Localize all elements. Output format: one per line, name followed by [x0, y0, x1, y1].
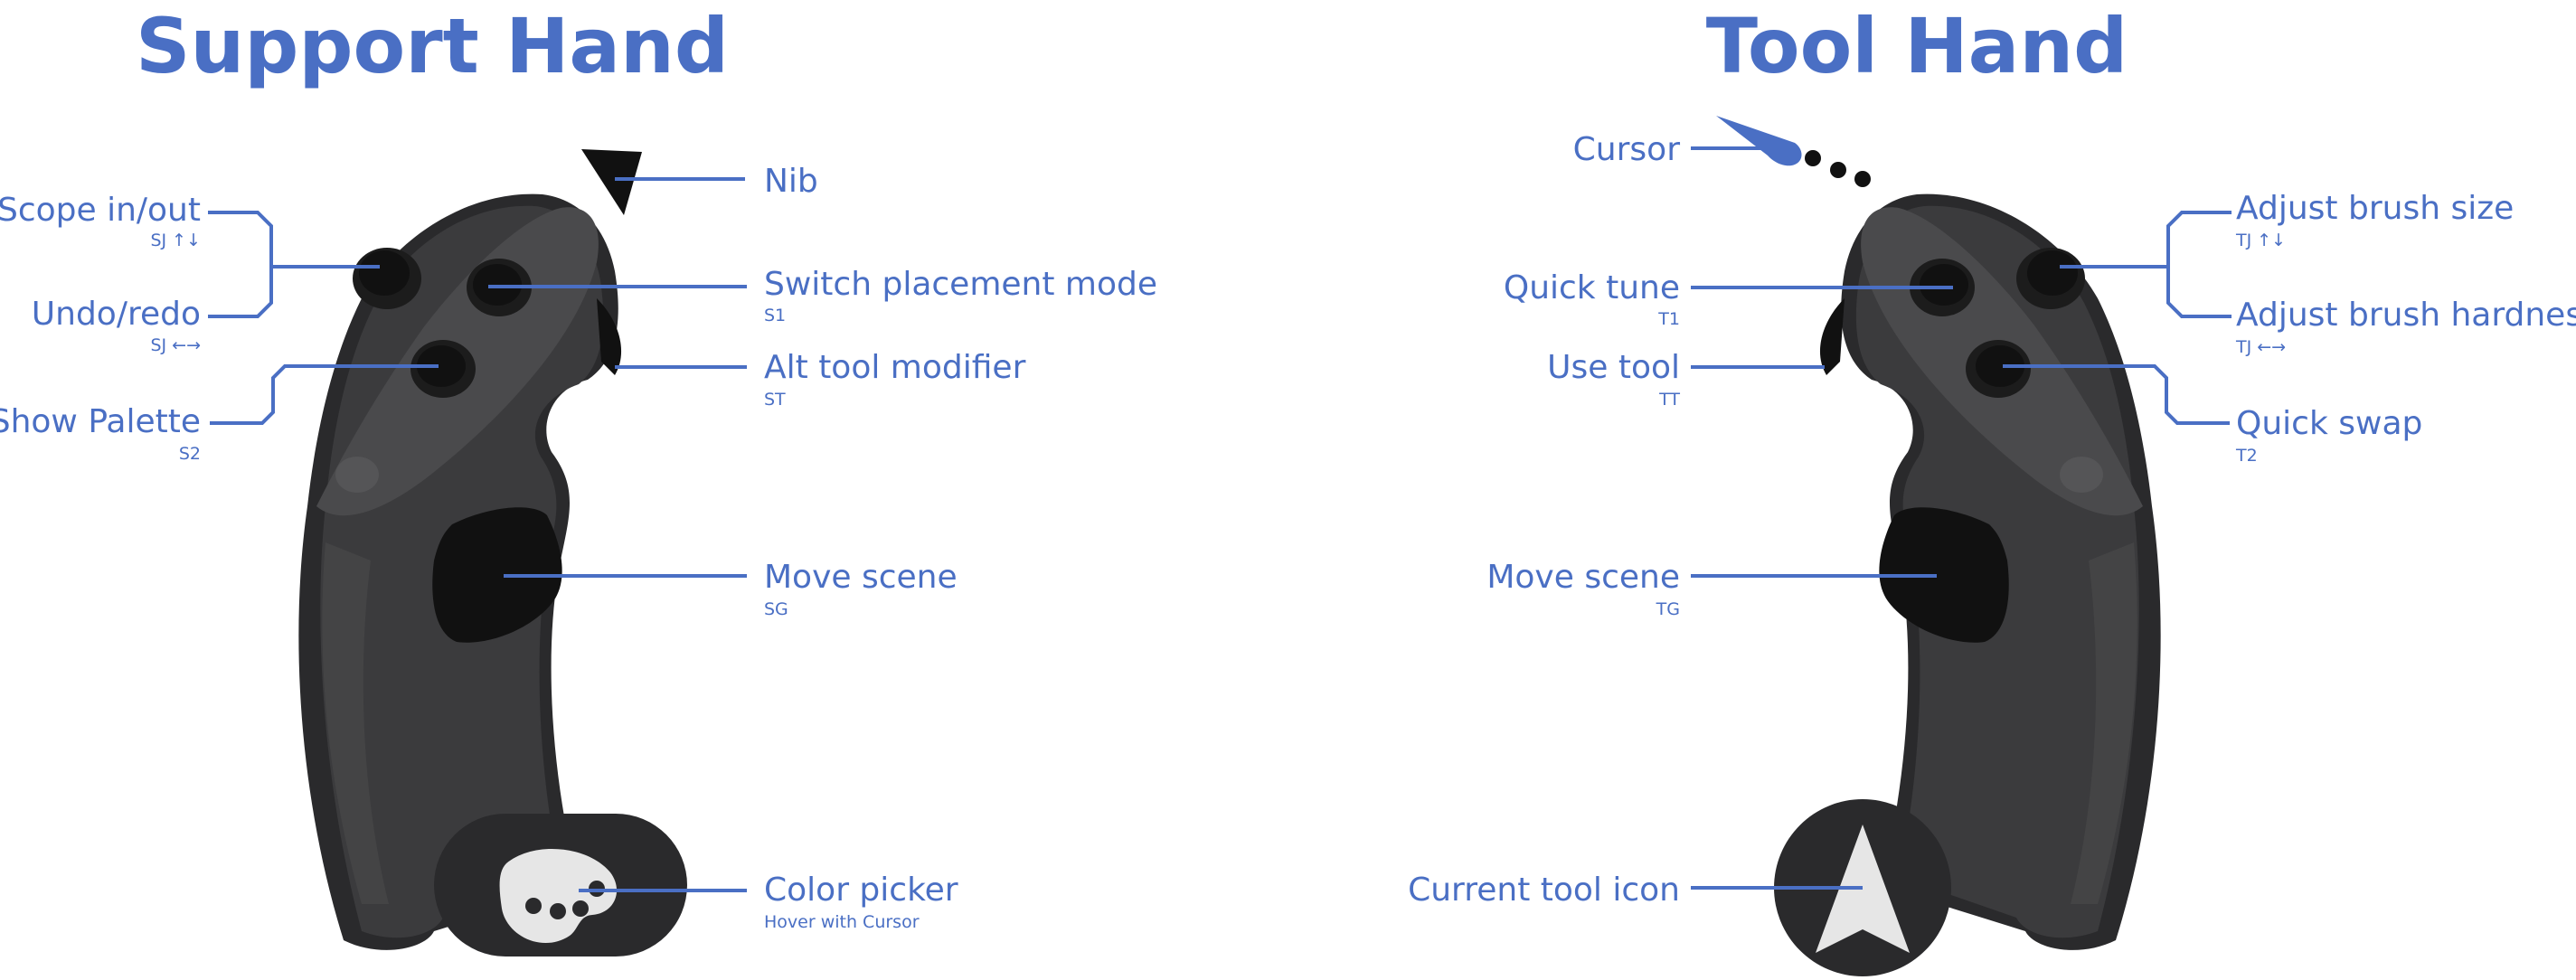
tool-controller [1774, 193, 2161, 976]
svg-text:S2: S2 [179, 444, 201, 464]
label-current-tool: Current tool icon [1408, 872, 1863, 909]
svg-text:TJ ←→: TJ ←→ [2235, 337, 2286, 357]
svg-text:TT: TT [1658, 390, 1680, 410]
label-placement: Switch placement mode S1 [488, 266, 1157, 325]
tool-sensor [2060, 457, 2103, 493]
tool-trigger [1819, 298, 1845, 375]
svg-text:SG: SG [764, 599, 788, 619]
svg-text:Switch placement mode: Switch placement mode [764, 266, 1157, 303]
palette-icon [499, 848, 618, 944]
svg-text:TJ ↑↓: TJ ↑↓ [2235, 231, 2286, 250]
support-trigger [597, 298, 622, 375]
svg-text:Scope in/out: Scope in/out [0, 192, 201, 229]
svg-text:Show Palette: Show Palette [0, 403, 201, 440]
svg-text:Current tool icon: Current tool icon [1408, 872, 1680, 909]
svg-text:Undo/redo: Undo/redo [32, 296, 201, 333]
svg-text:Move scene: Move scene [764, 559, 958, 596]
svg-text:SJ ↑↓: SJ ↑↓ [150, 231, 201, 250]
svg-text:Alt tool modifier: Alt tool modifier [764, 349, 1026, 386]
label-palette: Show Palette S2 [0, 364, 439, 464]
svg-text:ST: ST [764, 390, 786, 410]
support-sensor [335, 457, 379, 493]
label-use-tool: Use tool TT [1547, 349, 1825, 410]
svg-text:Color picker: Color picker [764, 872, 958, 909]
label-move-scene-support: Move scene SG [504, 559, 958, 619]
svg-text:SJ ←→: SJ ←→ [150, 335, 201, 355]
nib-icon [581, 149, 642, 215]
tool-hand-title: Tool Hand [1706, 2, 2128, 90]
label-quick-tune: Quick tune T1 [1504, 269, 1953, 329]
svg-text:Move scene: Move scene [1486, 559, 1680, 596]
svg-text:T1: T1 [1657, 309, 1680, 329]
label-alt-tool: Alt tool modifier ST [615, 349, 1026, 410]
svg-text:Hover with Cursor: Hover with Cursor [764, 912, 920, 932]
svg-text:T2: T2 [2235, 446, 2258, 466]
label-nib: Nib [615, 163, 818, 200]
svg-text:TG: TG [1656, 599, 1680, 619]
label-cursor: Cursor [1573, 131, 1777, 168]
svg-text:S1: S1 [764, 306, 786, 325]
svg-text:Quick swap: Quick swap [2236, 405, 2422, 442]
svg-text:Adjust brush size: Adjust brush size [2236, 190, 2514, 227]
label-scope: Scope in/out SJ ↑↓ Undo/redo SJ ←→ [0, 192, 380, 355]
support-hand-title: Support Hand [136, 2, 729, 90]
svg-text:Quick tune: Quick tune [1504, 269, 1680, 306]
tool-grip-button [1879, 507, 2009, 643]
svg-text:Nib: Nib [764, 163, 818, 200]
label-color-picker: Color picker Hover with Cursor [579, 872, 958, 932]
support-grip-button [432, 507, 562, 643]
svg-text:Adjust brush hardness: Adjust brush hardness [2236, 297, 2576, 334]
cursor-icon [1716, 116, 1871, 187]
label-brush-size: Adjust brush size TJ ↑↓ Adjust brush har… [2060, 190, 2576, 357]
label-quick-swap: Quick swap T2 [2003, 364, 2422, 466]
label-move-scene-tool: Move scene TG [1486, 559, 1937, 619]
support-controller [298, 149, 687, 956]
svg-text:Cursor: Cursor [1573, 131, 1681, 168]
svg-text:Use tool: Use tool [1547, 349, 1680, 386]
